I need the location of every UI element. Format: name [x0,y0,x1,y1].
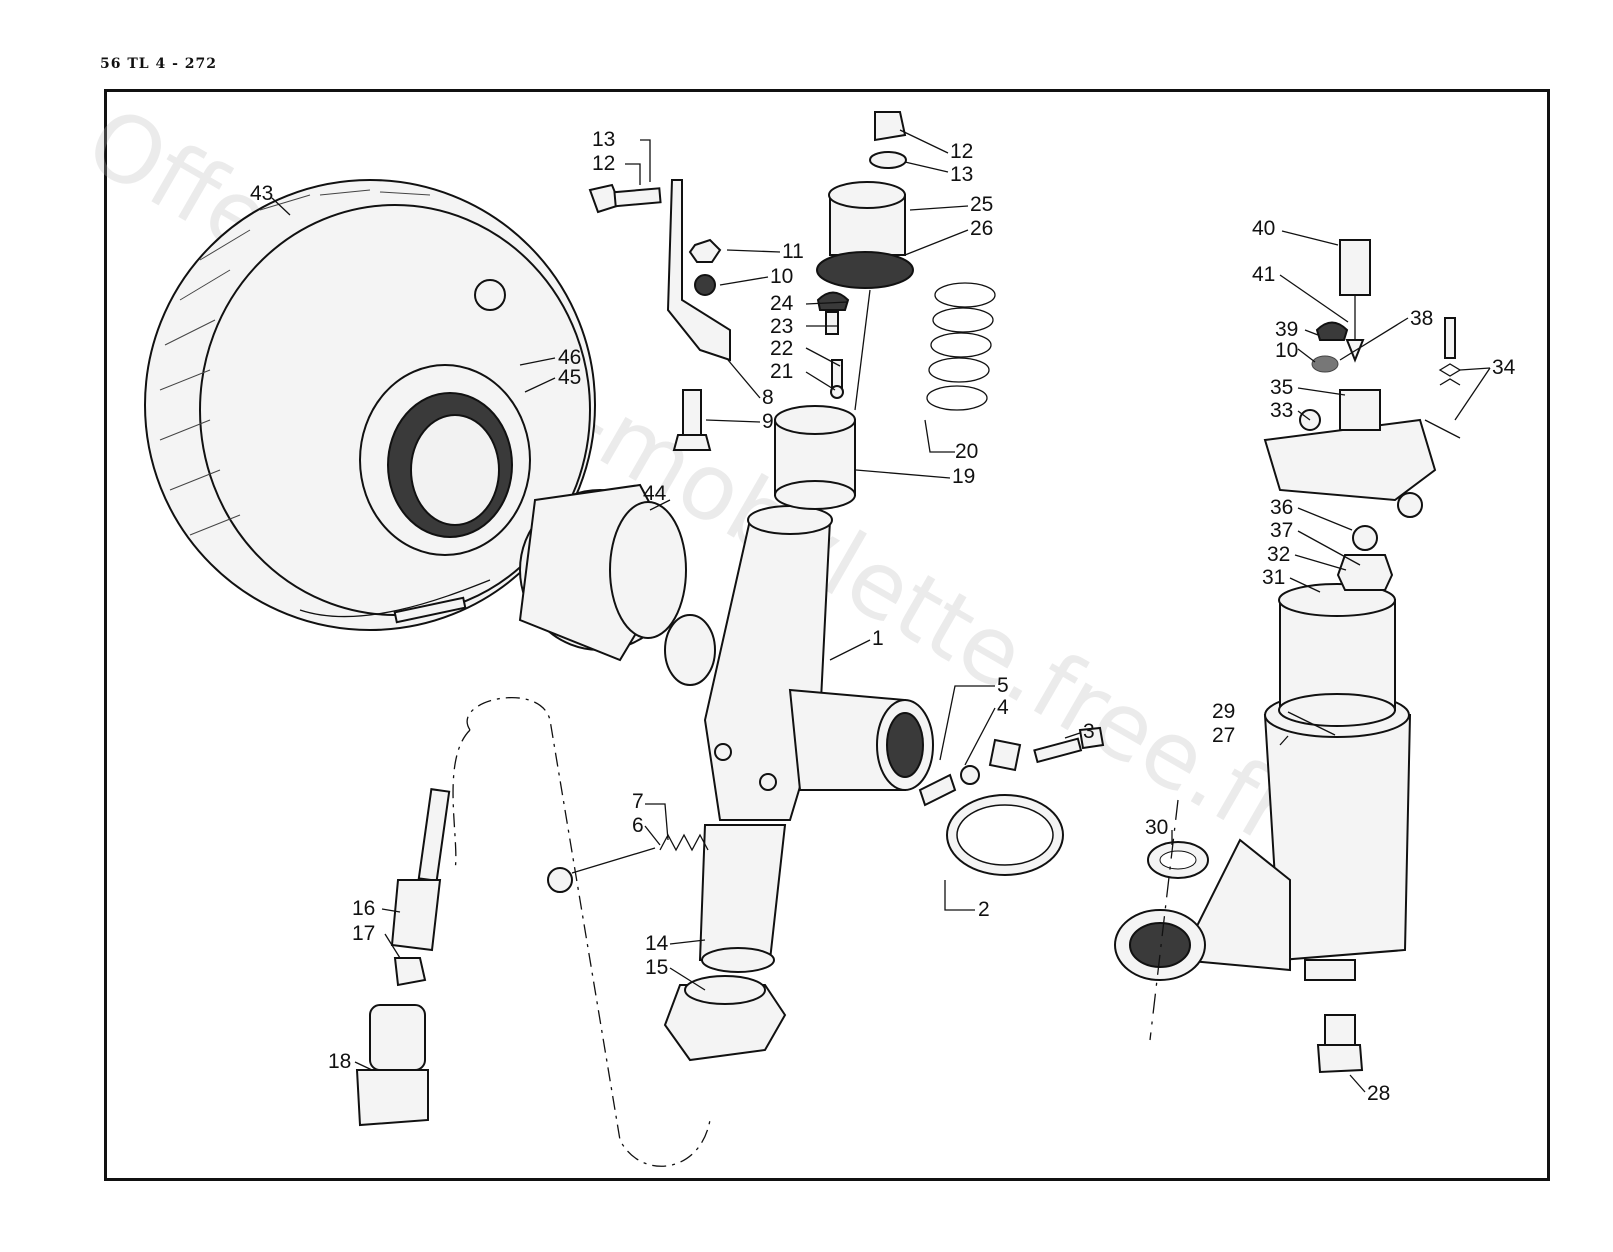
seal-30 [1147,799,1209,1041]
callout-18: 18 [328,1050,351,1073]
carburettor-body [664,505,934,821]
callout-21: 21 [770,360,793,383]
callout-39: 39 [1275,318,1298,341]
callout-38: 38 [1410,307,1433,330]
callout-10a: 10 [770,265,793,288]
jet-assembly [355,788,451,1127]
callout-19: 19 [952,465,975,488]
float-top-parts [1311,239,1462,439]
callout-11: 11 [782,240,804,263]
callout-3: 3 [1083,720,1095,743]
callout-28: 28 [1367,1082,1390,1105]
callout-13b: 13 [950,163,973,186]
callout-7: 7 [632,790,644,813]
callout-41: 41 [1252,263,1275,286]
bolt-12-13-left [588,183,662,214]
callout-29: 29 [1212,700,1235,723]
callout-43: 43 [250,182,273,205]
callout-44: 44 [643,482,667,505]
callout-45: 45 [558,366,581,389]
callout-46: 46 [558,346,581,369]
callout-23: 23 [770,315,793,338]
callout-40: 40 [1252,217,1275,240]
throttle-slide-19 [774,405,856,510]
page-reference: 56 TL 4 - 272 [100,56,218,72]
callout-30: 30 [1145,816,1168,839]
callout-16: 16 [352,897,375,920]
small-parts [688,238,850,399]
callout-9: 9 [762,410,774,433]
callout-31: 31 [1262,566,1285,589]
washers-32-37 [1336,525,1394,591]
callout-32: 32 [1267,543,1290,566]
callout-6: 6 [632,814,644,837]
callout-4: 4 [997,696,1009,719]
idle-screw-6-7 [547,833,709,893]
lower-tube [663,824,787,1062]
callout-20: 20 [955,440,978,463]
diagram-frame [104,89,1550,1181]
top-cap [816,111,914,411]
callout-36: 36 [1270,496,1293,519]
bracket-8 [666,179,731,451]
flow-path [466,697,711,1167]
callout-27: 27 [1212,724,1235,747]
clamp-2 [918,726,1105,876]
callout-2: 2 [978,898,990,921]
drain-plug-28 [1316,1014,1364,1074]
callout-17: 17 [352,922,375,945]
air-filter-housing [144,179,596,631]
callout-1: 1 [872,627,884,650]
callout-26: 26 [970,217,993,240]
callout-22: 22 [770,337,793,360]
callout-15: 15 [645,956,668,979]
callout-35: 35 [1270,376,1293,399]
sleeve-44 [518,483,687,662]
callout-5: 5 [997,674,1009,697]
callout-24: 24 [770,292,794,315]
callout-8: 8 [762,386,774,409]
float-31 [1278,583,1396,727]
leader-lines [271,129,1491,1093]
callout-25: 25 [970,193,993,216]
callout-33: 33 [1270,399,1293,422]
chamber-cover-33 [1263,389,1437,518]
callout-12b: 12 [950,140,973,163]
callout-37: 37 [1270,519,1293,542]
callout-10b: 10 [1275,339,1298,362]
callout-13a: 13 [592,128,615,151]
callout-14: 14 [645,932,669,955]
spring-20 [926,282,996,411]
callout-12a: 12 [592,152,615,175]
callout-numbers: 13 12 43 12 13 25 26 11 10 24 23 22 21 8… [250,128,1516,1105]
callout-34: 34 [1492,356,1516,379]
